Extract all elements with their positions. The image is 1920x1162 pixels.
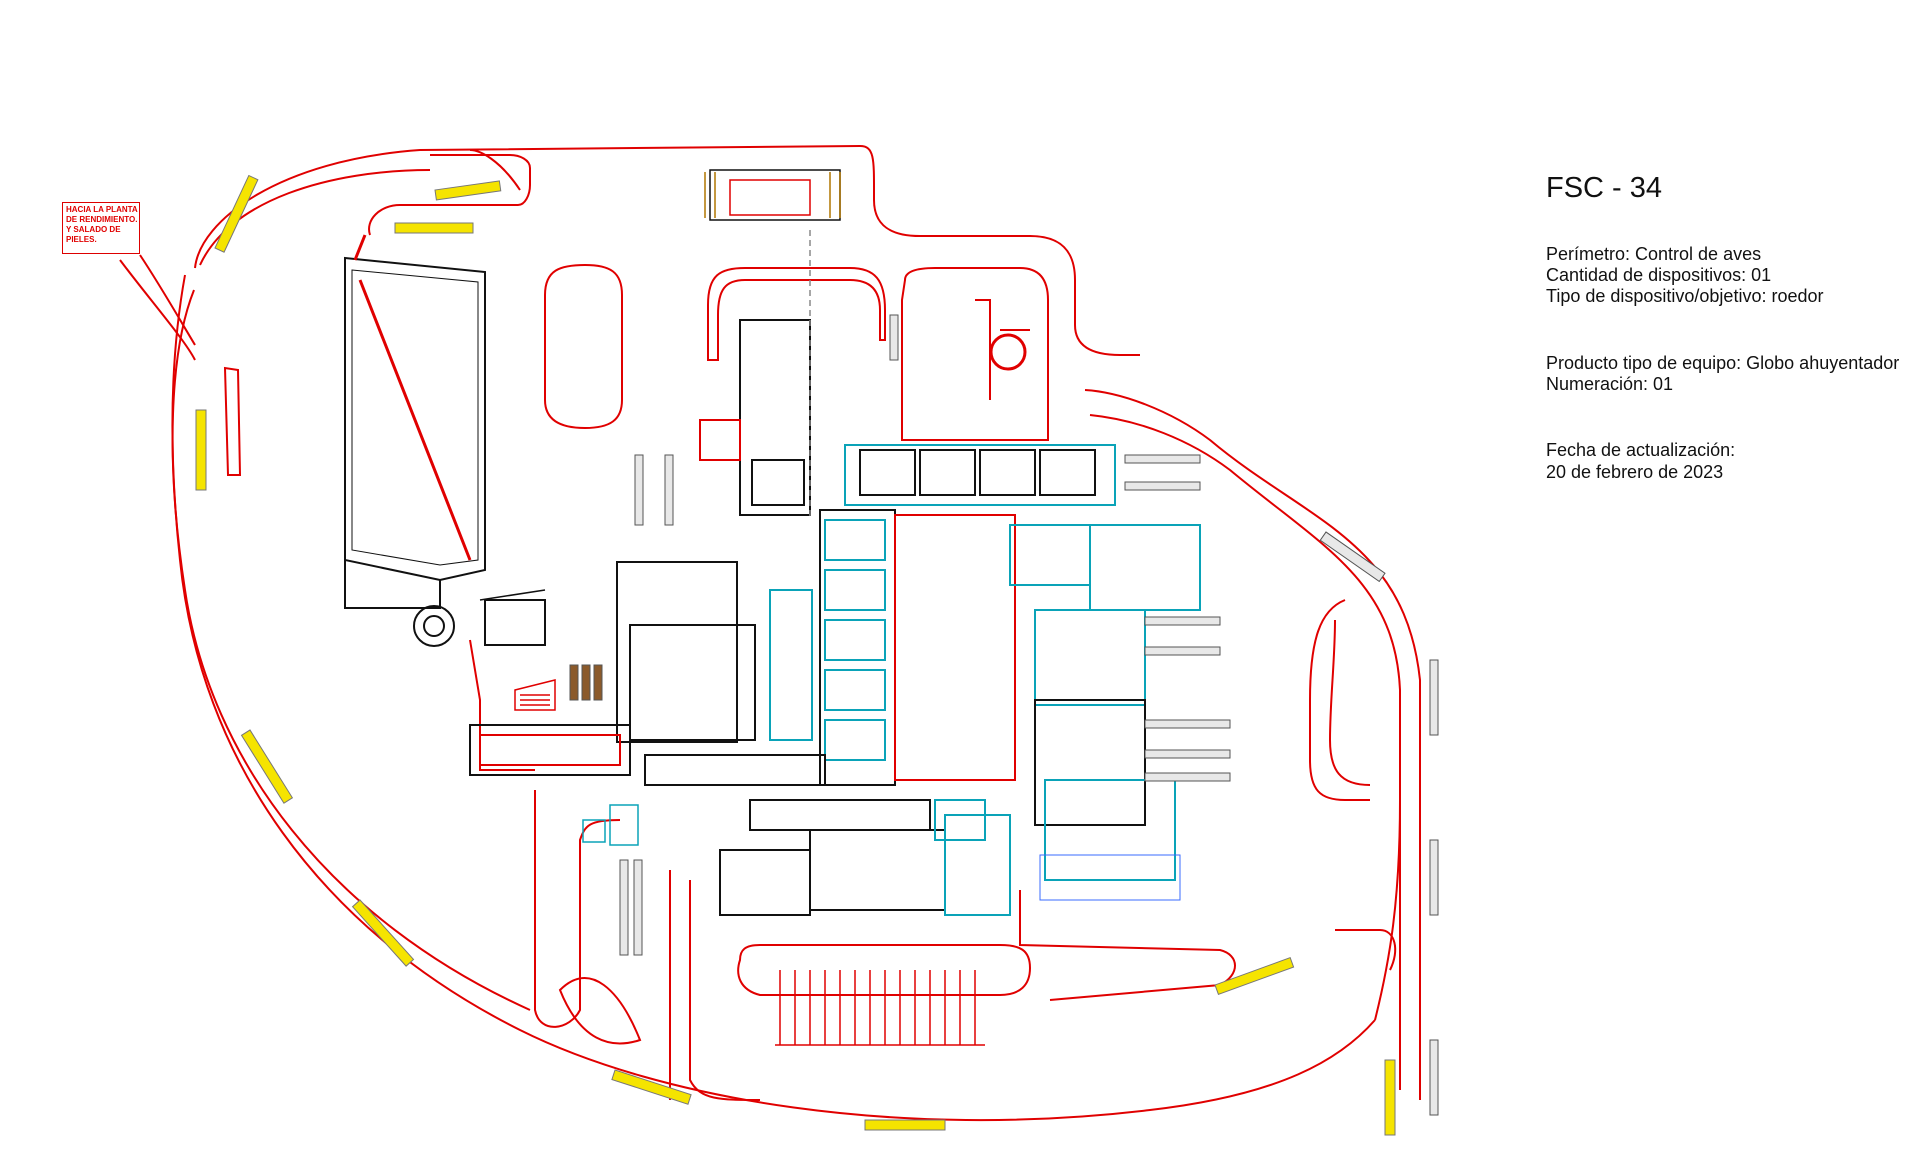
site-sign-box [62, 202, 140, 254]
update-label: Fecha de actualización: [1546, 440, 1736, 460]
gatehouse [704, 169, 841, 520]
building-main-plant [469, 319, 1201, 916]
product-type-text: Producto tipo de equipo: Globo ahuyentad… [1546, 353, 1900, 373]
misc-details [479, 589, 639, 846]
road-network [119, 144, 1421, 1122]
building-warehouse [344, 234, 546, 771]
perimeter-text: Perímetro: Control de aves [1546, 244, 1762, 264]
numbering-text: Numeración: 01 [1546, 374, 1674, 394]
parking-stalls [775, 970, 985, 1046]
update-date: 20 de febrero de 2023 [1546, 462, 1724, 482]
grey-vehicles [569, 314, 1439, 1116]
page-title: FSC - 34 [1546, 172, 1663, 204]
yellow-markers [195, 174, 1396, 1136]
device-type-text: Tipo de dispositivo/objetivo: roedor [1546, 286, 1824, 306]
site-sign-text: HACIA LA PLANTA DE RENDIMIENTO. Y SALADO… [66, 205, 138, 244]
equipment-highlight [699, 299, 1030, 461]
device-count-text: Cantidad de dispositivos: 01 [1546, 265, 1772, 285]
